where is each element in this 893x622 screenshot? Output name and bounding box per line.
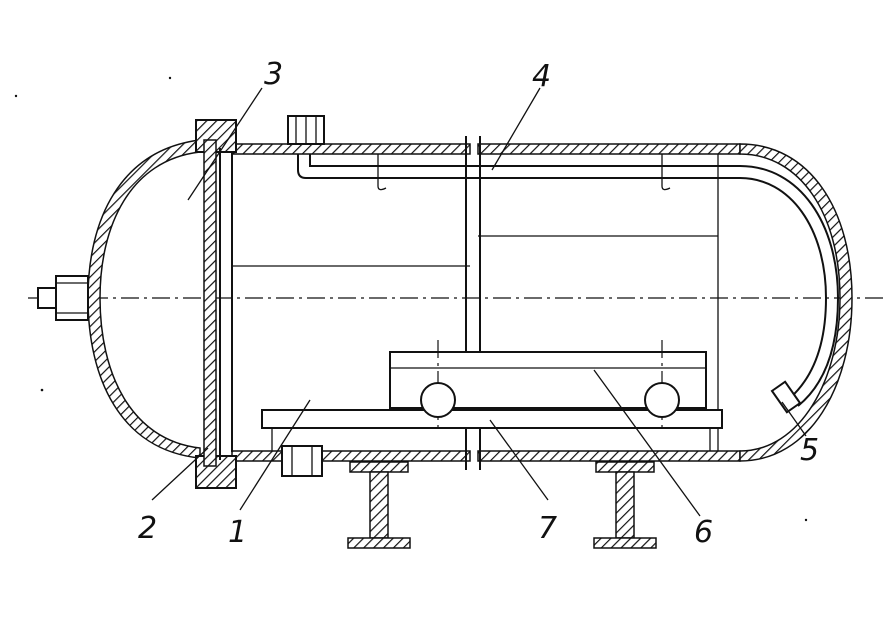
- scan-speck: [804, 518, 808, 522]
- support-leg-left: [349, 461, 409, 473]
- rail-track: [261, 409, 723, 429]
- leader-3: [187, 87, 263, 201]
- trolley-wheel-left: [420, 382, 456, 418]
- shell-bottom-wall-left: [231, 450, 471, 462]
- leader-6: [593, 369, 701, 517]
- shell-top-wall-left: [231, 143, 471, 155]
- label-6: 6: [694, 515, 713, 550]
- leader-4: [491, 87, 541, 171]
- steam-pipe-inner: [309, 154, 840, 407]
- right-dished-end: [739, 143, 853, 462]
- support-leg-right: [595, 461, 655, 473]
- label-4: 4: [532, 59, 551, 94]
- shell-top-wall-right: [477, 143, 741, 155]
- left-lid: [87, 139, 201, 459]
- leader-1: [239, 399, 311, 511]
- scan-speck: [14, 94, 18, 98]
- steam-pipe: [297, 154, 828, 399]
- label-7: 7: [538, 511, 557, 546]
- pipe-outlet-5: [770, 380, 802, 414]
- lid-nozzle-nut: [37, 287, 57, 309]
- leader-5: [781, 401, 807, 437]
- scan-speck: [40, 388, 44, 392]
- label-2: 2: [138, 511, 157, 546]
- bottom-fitting-block: [281, 445, 323, 477]
- flange-ring-body: [203, 139, 217, 467]
- label-5: 5: [800, 433, 819, 468]
- shell-bottom-wall-right: [477, 450, 741, 462]
- label-3: 3: [264, 57, 283, 92]
- support-leg-right-base: [593, 537, 657, 549]
- trolley-wheel-right: [644, 382, 680, 418]
- leader-2: [151, 447, 209, 501]
- support-leg-right-web: [615, 471, 635, 539]
- pipe-hanger: [661, 154, 671, 191]
- label-1: 1: [228, 515, 247, 550]
- scan-speck: [168, 76, 172, 80]
- support-leg-left-base: [347, 537, 411, 549]
- support-leg-left-web: [369, 471, 389, 539]
- pipe-hanger: [377, 154, 387, 191]
- leader-7: [489, 419, 549, 501]
